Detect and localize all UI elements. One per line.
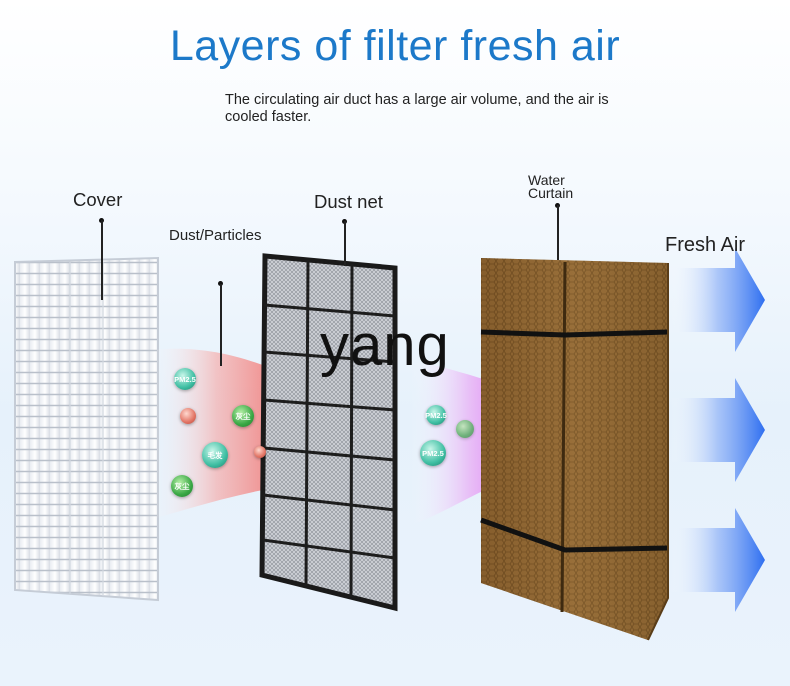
fresh-air-arrow-icon: [670, 248, 765, 352]
page-title: Layers of filter fresh air: [169, 22, 621, 70]
dust-particles-pointer-line: [220, 284, 222, 366]
watermark-text: yang: [320, 313, 450, 378]
particle-dust-badge: 灰尘: [232, 405, 254, 427]
particle-pm25-badge: PM2.5: [420, 440, 446, 466]
particle-pm25-badge: PM2.5: [174, 368, 196, 390]
particle-pm25-badge: PM2.5: [425, 405, 447, 425]
dust-particles-pointer-dot: [218, 281, 223, 286]
cover-label: Cover: [73, 189, 123, 210]
particle-hair-badge: 毛发: [202, 442, 228, 468]
fresh-air-arrow-icon: [670, 508, 765, 612]
fresh-air-arrow-icon: [670, 378, 765, 482]
particle-dust-badge: 灰尘: [171, 475, 193, 497]
particle-dot: [254, 446, 266, 458]
page-subtitle: The circulating air duct has a large air…: [225, 92, 609, 125]
fresh-air-label: Fresh Air: [665, 234, 746, 256]
dust-net-pointer-line: [344, 221, 346, 266]
cover-grille-icon: [14, 256, 159, 602]
water-curtain-label: Water Curtain: [528, 172, 574, 201]
cover-pointer-line: [101, 220, 103, 300]
dust-net-icon: [259, 253, 398, 612]
water-curtain-pointer-line: [557, 205, 559, 260]
water-curtain-icon: [480, 258, 669, 641]
dust-net-label: Dust net: [314, 191, 383, 212]
dust-particles-label: Dust/Particles: [169, 227, 262, 244]
particle-dot: [456, 420, 474, 438]
particle-dot: [180, 408, 196, 424]
